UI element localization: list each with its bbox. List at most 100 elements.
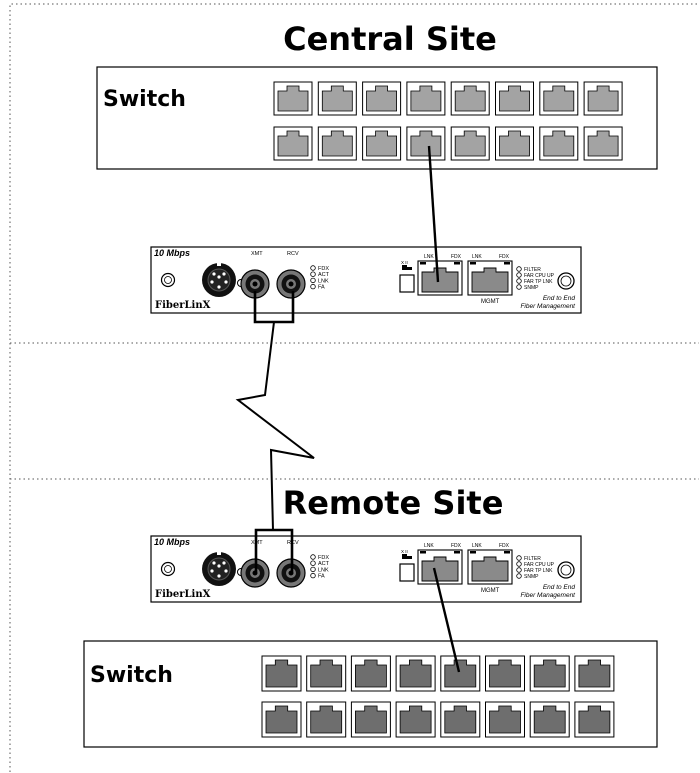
central-led-lnk-icon	[310, 277, 316, 284]
central-speed-label: 10 Mbps	[154, 248, 190, 258]
remote-port2-lnk-label: LNK	[472, 543, 482, 549]
central-toggle-button-icon	[399, 274, 415, 293]
central-switch: Switch	[96, 66, 658, 170]
remote-led-fdx-icon	[310, 554, 316, 560]
remote-site-title: Remote Site	[283, 484, 504, 522]
remote-port-r1-5	[440, 655, 481, 692]
remote-dip-switch-icon	[402, 554, 412, 559]
remote-toggle-button-icon	[399, 563, 415, 582]
central-led-act-icon	[310, 271, 316, 277]
central-power-connector-icon	[202, 262, 236, 297]
central-led-label-far-cpu-up: FAR CPU UP	[524, 273, 555, 279]
central-port2-fdx-label: FDX	[499, 254, 510, 260]
central-xmt-label: XMT	[251, 251, 263, 257]
remote-led-label-far-cpu-up: FAR CPU UP	[524, 562, 555, 568]
central-led-label-filter: FILTER	[524, 267, 541, 273]
central-port1-lnk-label: LNK	[424, 254, 434, 260]
remote-led-label-lnk: LNK	[318, 567, 329, 573]
central-port-r2-5	[450, 126, 490, 161]
central-mgmt-port	[467, 260, 513, 296]
central-rj45-port-1	[417, 260, 463, 296]
central-rcv-fiber-connector-icon	[276, 269, 306, 299]
remote-port2-fdx-label: FDX	[499, 543, 510, 549]
central-dip-switch-icon	[402, 265, 412, 270]
central-port-r1-3	[362, 81, 402, 116]
central-led-far-tp-lnk-icon	[516, 278, 522, 284]
central-led-label-snmp: SNMP	[524, 285, 539, 291]
central-led-snmp-icon	[516, 284, 522, 290]
remote-port-r1-8	[574, 655, 615, 692]
remote-port-r2-7	[529, 701, 570, 738]
central-led-far-cpu-up-icon	[516, 272, 522, 278]
central-port-r2-3	[362, 126, 402, 161]
remote-led-act-icon	[310, 560, 316, 566]
central-mgmt-label: MGMT	[481, 299, 500, 305]
remote-port-r1-4	[395, 655, 436, 692]
remote-port-r1-2	[306, 655, 347, 692]
central-port-r1-4	[406, 81, 446, 116]
central-led-label-fdx: FDX	[318, 266, 329, 272]
remote-led-snmp-icon	[516, 573, 522, 579]
central-port-r1-7	[539, 81, 579, 116]
remote-power-connector-icon	[202, 551, 236, 586]
central-port-r2-6	[495, 126, 534, 161]
central-port-r2-8	[583, 126, 623, 161]
central-led-label-fa: FA	[318, 285, 325, 291]
remote-dip-label: X II	[401, 549, 408, 554]
central-port-r2-2	[317, 126, 357, 161]
remote-port-r2-2	[306, 701, 347, 738]
central-port-r1-1	[273, 81, 313, 116]
remote-led-filter-icon	[516, 555, 522, 561]
central-port-r2-4	[406, 126, 446, 161]
central-port-r1-8	[583, 81, 623, 116]
remote-tagline-2: Fiber Management	[520, 592, 576, 599]
central-switch-label: Switch	[103, 87, 186, 112]
central-xmt-fiber-connector-icon	[240, 269, 270, 299]
remote-xmt-fiber-connector-icon	[240, 558, 270, 588]
remote-reset-button-icon	[160, 561, 176, 577]
fiber-wan-link	[235, 321, 315, 531]
remote-port-r1-6	[485, 655, 525, 692]
central-port-r1-6	[495, 81, 534, 116]
central-rcv-label: RCV	[287, 251, 299, 257]
central-led-fa-icon	[310, 283, 316, 290]
remote-led-label-filter: FILTER	[524, 556, 541, 562]
remote-rj45-port-1	[417, 549, 463, 585]
remote-port1-lnk-label: LNK	[424, 543, 434, 549]
central-led-filter-icon	[516, 266, 522, 272]
remote-mgmt-label: MGMT	[481, 588, 500, 594]
remote-speed-label: 10 Mbps	[154, 537, 190, 547]
remote-port-r1-7	[529, 655, 570, 692]
remote-led-label-fdx: FDX	[318, 555, 329, 561]
central-led-label-lnk: LNK	[318, 278, 329, 284]
remote-switch: Switch	[83, 640, 658, 748]
central-patch-cable	[427, 145, 440, 283]
remote-fiber-loop	[254, 528, 294, 572]
central-port-r2-7	[539, 126, 579, 161]
remote-led-label-fa: FA	[318, 574, 325, 580]
remote-tagline-1: End to End	[543, 584, 576, 591]
central-tagline-2: Fiber Management	[520, 303, 576, 310]
remote-patch-cable	[432, 567, 461, 673]
remote-port-r2-6	[485, 701, 525, 738]
central-dip-label: X II	[401, 260, 408, 265]
remote-port-r2-3	[350, 701, 391, 738]
central-port1-fdx-label: FDX	[451, 254, 462, 260]
remote-port-r1-3	[350, 655, 391, 692]
remote-led-fa-icon	[310, 572, 316, 579]
central-led-label-far-tp-lnk: FAR TP LNK	[524, 279, 553, 285]
central-port-r1-5	[450, 81, 490, 116]
remote-led-lnk-icon	[310, 566, 316, 573]
remote-port-r2-8	[574, 701, 615, 738]
remote-brand-label: FiberLinX	[155, 589, 211, 600]
remote-port1-fdx-label: FDX	[451, 543, 462, 549]
remote-rcv-fiber-connector-icon	[276, 558, 306, 588]
central-brand-label: FiberLinX	[155, 300, 211, 311]
remote-led-far-cpu-up-icon	[516, 561, 522, 567]
remote-port-r2-1	[261, 701, 302, 738]
remote-port-r1-1	[261, 655, 302, 692]
remote-mgmt-port	[467, 549, 513, 585]
